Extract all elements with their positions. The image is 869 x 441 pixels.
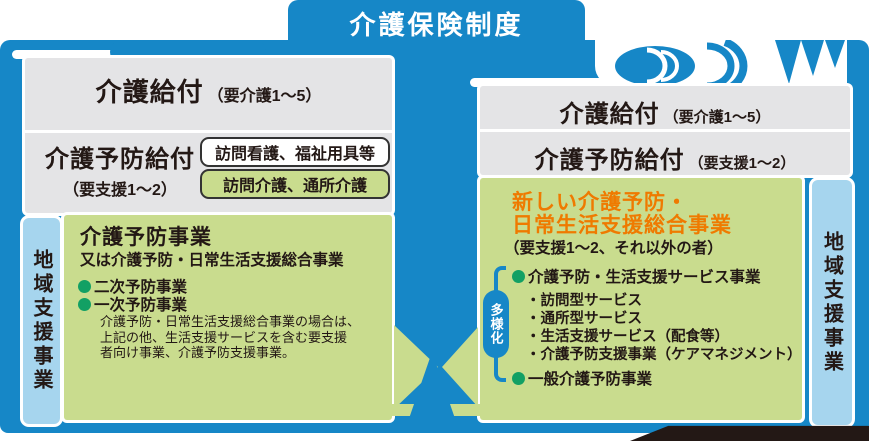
- after-panel: 介護給付 （要介護1～5） 介護予防給付 （要支援1～2）: [480, 86, 850, 175]
- bullet-icon: [78, 298, 91, 311]
- diagram-title: 介護保険制度: [349, 9, 524, 40]
- after-chiiki-shien-label: 地域支援事業: [820, 230, 843, 375]
- bottom-dark-wedge: [630, 425, 869, 441]
- panel-divider: [480, 129, 850, 132]
- kaigo-yobo-jigyo-subtitle: 又は介護予防・日常生活支援総合事業: [80, 252, 344, 269]
- swoosh-band-right: [595, 40, 847, 94]
- bullet-icon: [512, 372, 525, 385]
- service-business-label: 介護予防・生活支援サービス事業: [528, 269, 761, 286]
- bullet-niji-yobo: 二次予防事業: [78, 275, 187, 297]
- before-chiiki-shien-label: 地域支援事業: [30, 249, 52, 393]
- transition-arrow-icon: [392, 325, 480, 433]
- service-box-houmon-kaigo: 訪問介護、通所介護: [200, 169, 390, 199]
- before-chiiki-shien-bar: 地域支援事業: [23, 218, 60, 424]
- before-yobo-kyufu-note: （要支援1～2）: [63, 182, 177, 199]
- after-kaigo-kyufu-row: 介護給付 （要介護1～5）: [480, 86, 850, 129]
- service-item-tsusho: ・通所型サービス: [526, 311, 642, 327]
- bullet-icon: [78, 280, 91, 293]
- bullet-icon: [512, 270, 525, 283]
- diversification-pill: 多様化: [483, 290, 509, 358]
- general-prevention-label: 一般介護予防事業: [528, 371, 653, 388]
- note-line-2: 上記の他、生活支援サービスを含む要支援: [100, 329, 348, 345]
- bullet-general-prevention: 一般介護予防事業: [512, 367, 652, 389]
- new-sogo-jigyo-title-line2: 日常生活支援総合事業: [512, 214, 732, 237]
- after-kaigo-kyufu-note: （要介護1～5）: [663, 109, 771, 126]
- before-yobo-kyufu-title: 介護予防給付: [45, 146, 195, 173]
- before-kaigo-kyufu-title: 介護給付: [95, 77, 204, 107]
- before-yobo-kyufu-row: 介護予防給付 （要支援1～2） 訪問看護、福祉用具等 訪問介護、通所介護: [25, 133, 392, 210]
- after-yobo-kyufu-row: 介護予防給付 （要支援1～2）: [480, 132, 850, 175]
- kaigo-yobo-jigyo-title: 介護予防事業: [80, 226, 212, 249]
- bullet-niji-yobo-label: 二次予防事業: [94, 279, 188, 296]
- service-item-seikatsu-shien: ・生活支援サービス（配食等）: [526, 329, 729, 345]
- before-green-box-note: 介護予防・日常生活支援総合事業の場合は、 上記の他、生活支援サービスを含む要支援…: [100, 314, 360, 361]
- note-line-1: 介護予防・日常生活支援総合事業の場合は、: [100, 314, 361, 329]
- service-item-care-management: ・介護予防支援事業（ケアマネジメント）: [526, 347, 802, 363]
- diagram-background: 介護給付 （要介護1～5） 介護予防給付 （要支援1～2） 訪問看護、福祉用具等…: [0, 40, 869, 433]
- bullet-service-business: 介護予防・生活支援サービス事業: [512, 265, 761, 287]
- after-green-box: 新しい介護予防・ 日常生活支援総合事業 （要支援1～2、それ以外の者） 多様化 …: [480, 178, 802, 420]
- swoosh-strip-right: [470, 78, 610, 87]
- after-kaigo-kyufu-title: 介護給付: [559, 101, 660, 128]
- before-green-box: 介護予防事業 又は介護予防・日常生活支援総合事業 二次予防事業 一次予防事業 介…: [64, 215, 392, 420]
- after-chiiki-shien-bar: 地域支援事業: [812, 180, 852, 425]
- before-kaigo-kyufu-note: （要介護1～5）: [207, 88, 322, 105]
- service-box-houmon-kango: 訪問看護、福祉用具等: [200, 137, 390, 167]
- bullet-ichiji-yobo: 一次予防事業: [78, 293, 187, 315]
- bullet-ichiji-yobo-label: 一次予防事業: [94, 297, 188, 314]
- after-yobo-kyufu-title: 介護予防給付: [534, 147, 685, 174]
- after-yobo-kyufu-note: （要支援1～2）: [688, 155, 796, 172]
- before-kaigo-kyufu-row: 介護給付 （要介護1～5）: [25, 58, 392, 130]
- service-item-houmon: ・訪問型サービス: [526, 293, 642, 309]
- diagram-title-tab: 介護保険制度: [288, 0, 585, 46]
- diversification-label: 多様化: [488, 303, 504, 345]
- panel-divider: [25, 130, 392, 133]
- new-sogo-jigyo-title-line1: 新しい介護予防・: [512, 191, 688, 214]
- note-line-3: 者向け事業、介護予防支援事業。: [100, 345, 296, 360]
- before-yobo-kyufu-label: 介護予防給付 （要支援1～2）: [25, 139, 215, 200]
- before-panel: 介護給付 （要介護1～5） 介護予防給付 （要支援1～2） 訪問看護、福祉用具等…: [25, 58, 392, 213]
- new-sogo-jigyo-subtitle: （要支援1～2、それ以外の者）: [504, 240, 723, 257]
- speed-lines-icon: [615, 40, 845, 94]
